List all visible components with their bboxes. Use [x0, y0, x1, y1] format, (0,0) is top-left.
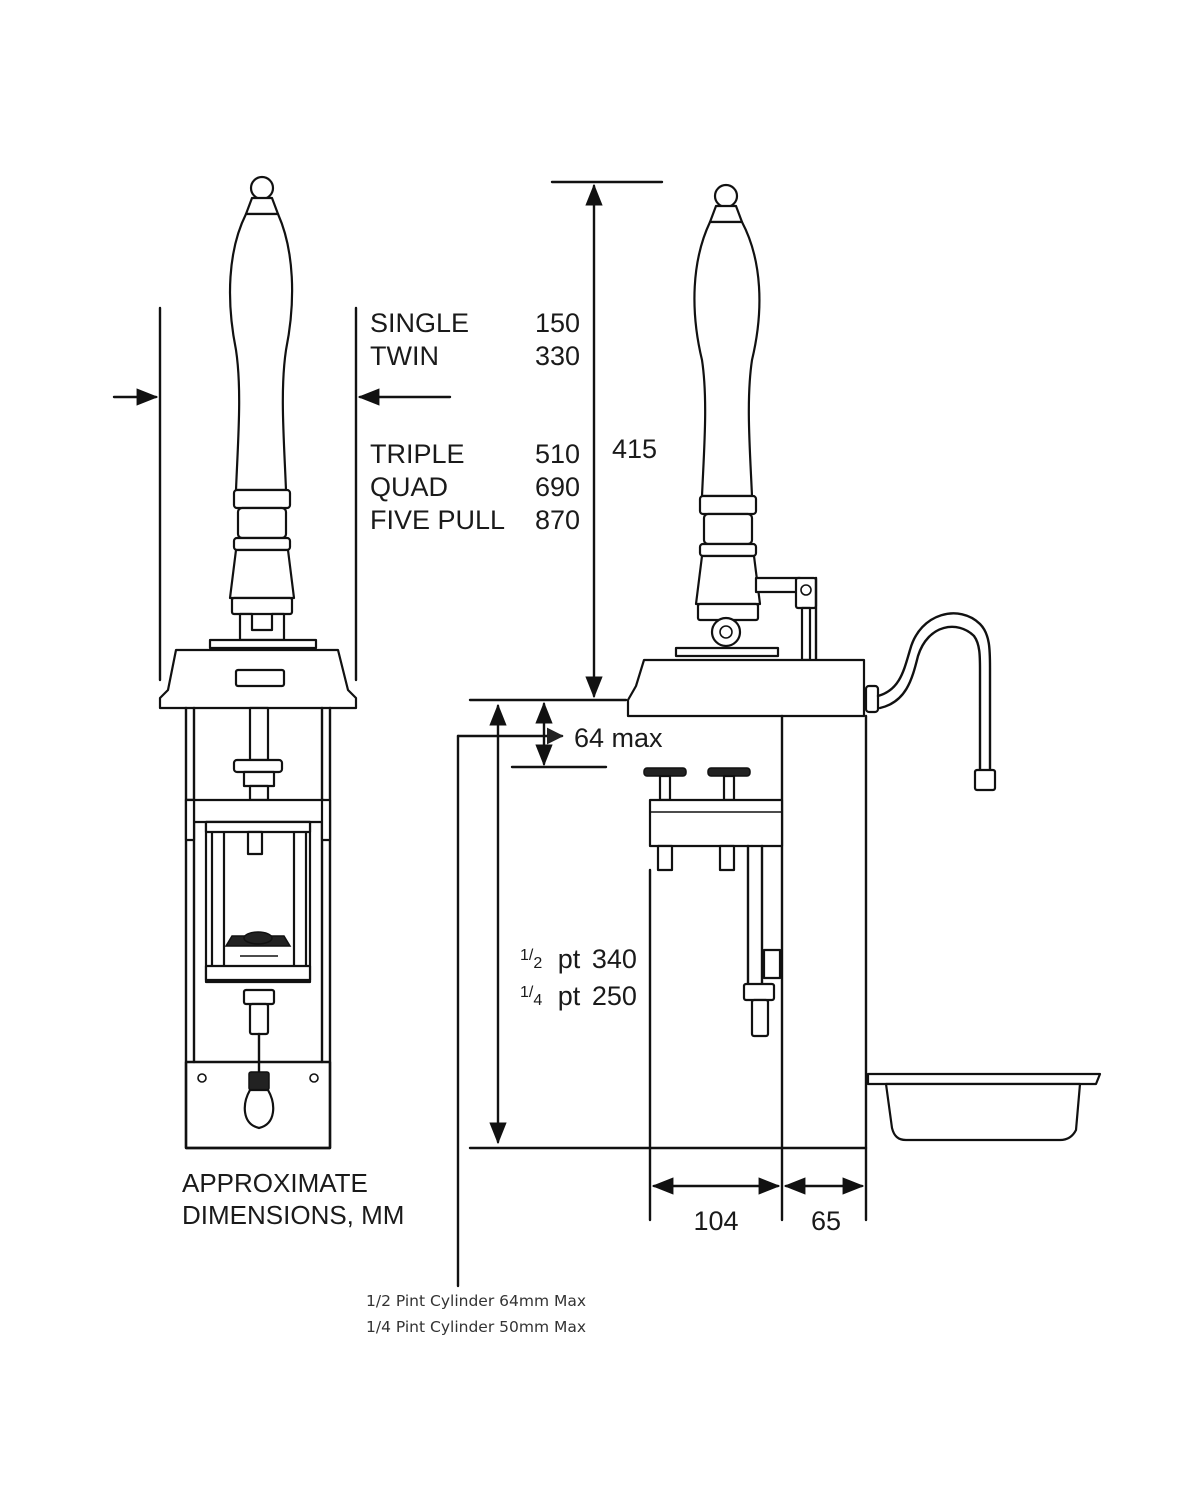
cylinder-notes: 1/2 Pint Cylinder 64mm Max 1/4 Pint Cyli… — [366, 1292, 586, 1336]
size-name-triple: TRIPLE — [370, 439, 465, 469]
size-name-quad: QUAD — [370, 472, 448, 502]
note-quarter-pint: 1/4 Pint Cylinder 50mm Max — [366, 1318, 586, 1336]
max-dim-label: 64 max — [574, 723, 663, 753]
cylinder-label-quarter: 1/4 pt 250 — [520, 981, 637, 1011]
width-dimensions: 104 65 — [648, 868, 868, 1236]
cylinder-height-dimension: 1/2 pt 340 1/4 pt 250 — [489, 703, 637, 1145]
caption-line-1: APPROXIMATE — [182, 1168, 368, 1198]
caption-line-2: DIMENSIONS, MM — [182, 1200, 404, 1230]
max-thickness-dimension: 64 max — [456, 701, 663, 767]
size-name-single: SINGLE — [370, 308, 469, 338]
side-view-pump — [626, 183, 1102, 1150]
note-half-pint: 1/2 Pint Cylinder 64mm Max — [366, 1292, 586, 1310]
size-value-single: 150 — [535, 308, 580, 338]
size-value-five-pull: 870 — [535, 505, 580, 535]
front-width-dimension — [112, 306, 452, 682]
size-value-twin: 330 — [535, 341, 580, 371]
height-dim-label: 415 — [612, 434, 657, 464]
width-dim-65: 65 — [811, 1206, 841, 1236]
front-view-pump — [158, 175, 358, 1150]
width-dim-104: 104 — [693, 1206, 738, 1236]
size-name-five-pull: FIVE PULL — [370, 505, 505, 535]
cylinder-label-half: 1/2 pt 340 — [520, 944, 637, 974]
size-name-twin: TWIN — [370, 341, 439, 371]
approximate-dimensions-caption: APPROXIMATE DIMENSIONS, MM — [182, 1168, 404, 1230]
height-dimension-415: 415 — [550, 180, 664, 699]
size-value-quad: 690 — [535, 472, 580, 502]
size-value-triple: 510 — [535, 439, 580, 469]
size-table: SINGLE 150 TWIN 330 TRIPLE 510 QUAD 690 … — [370, 308, 580, 535]
